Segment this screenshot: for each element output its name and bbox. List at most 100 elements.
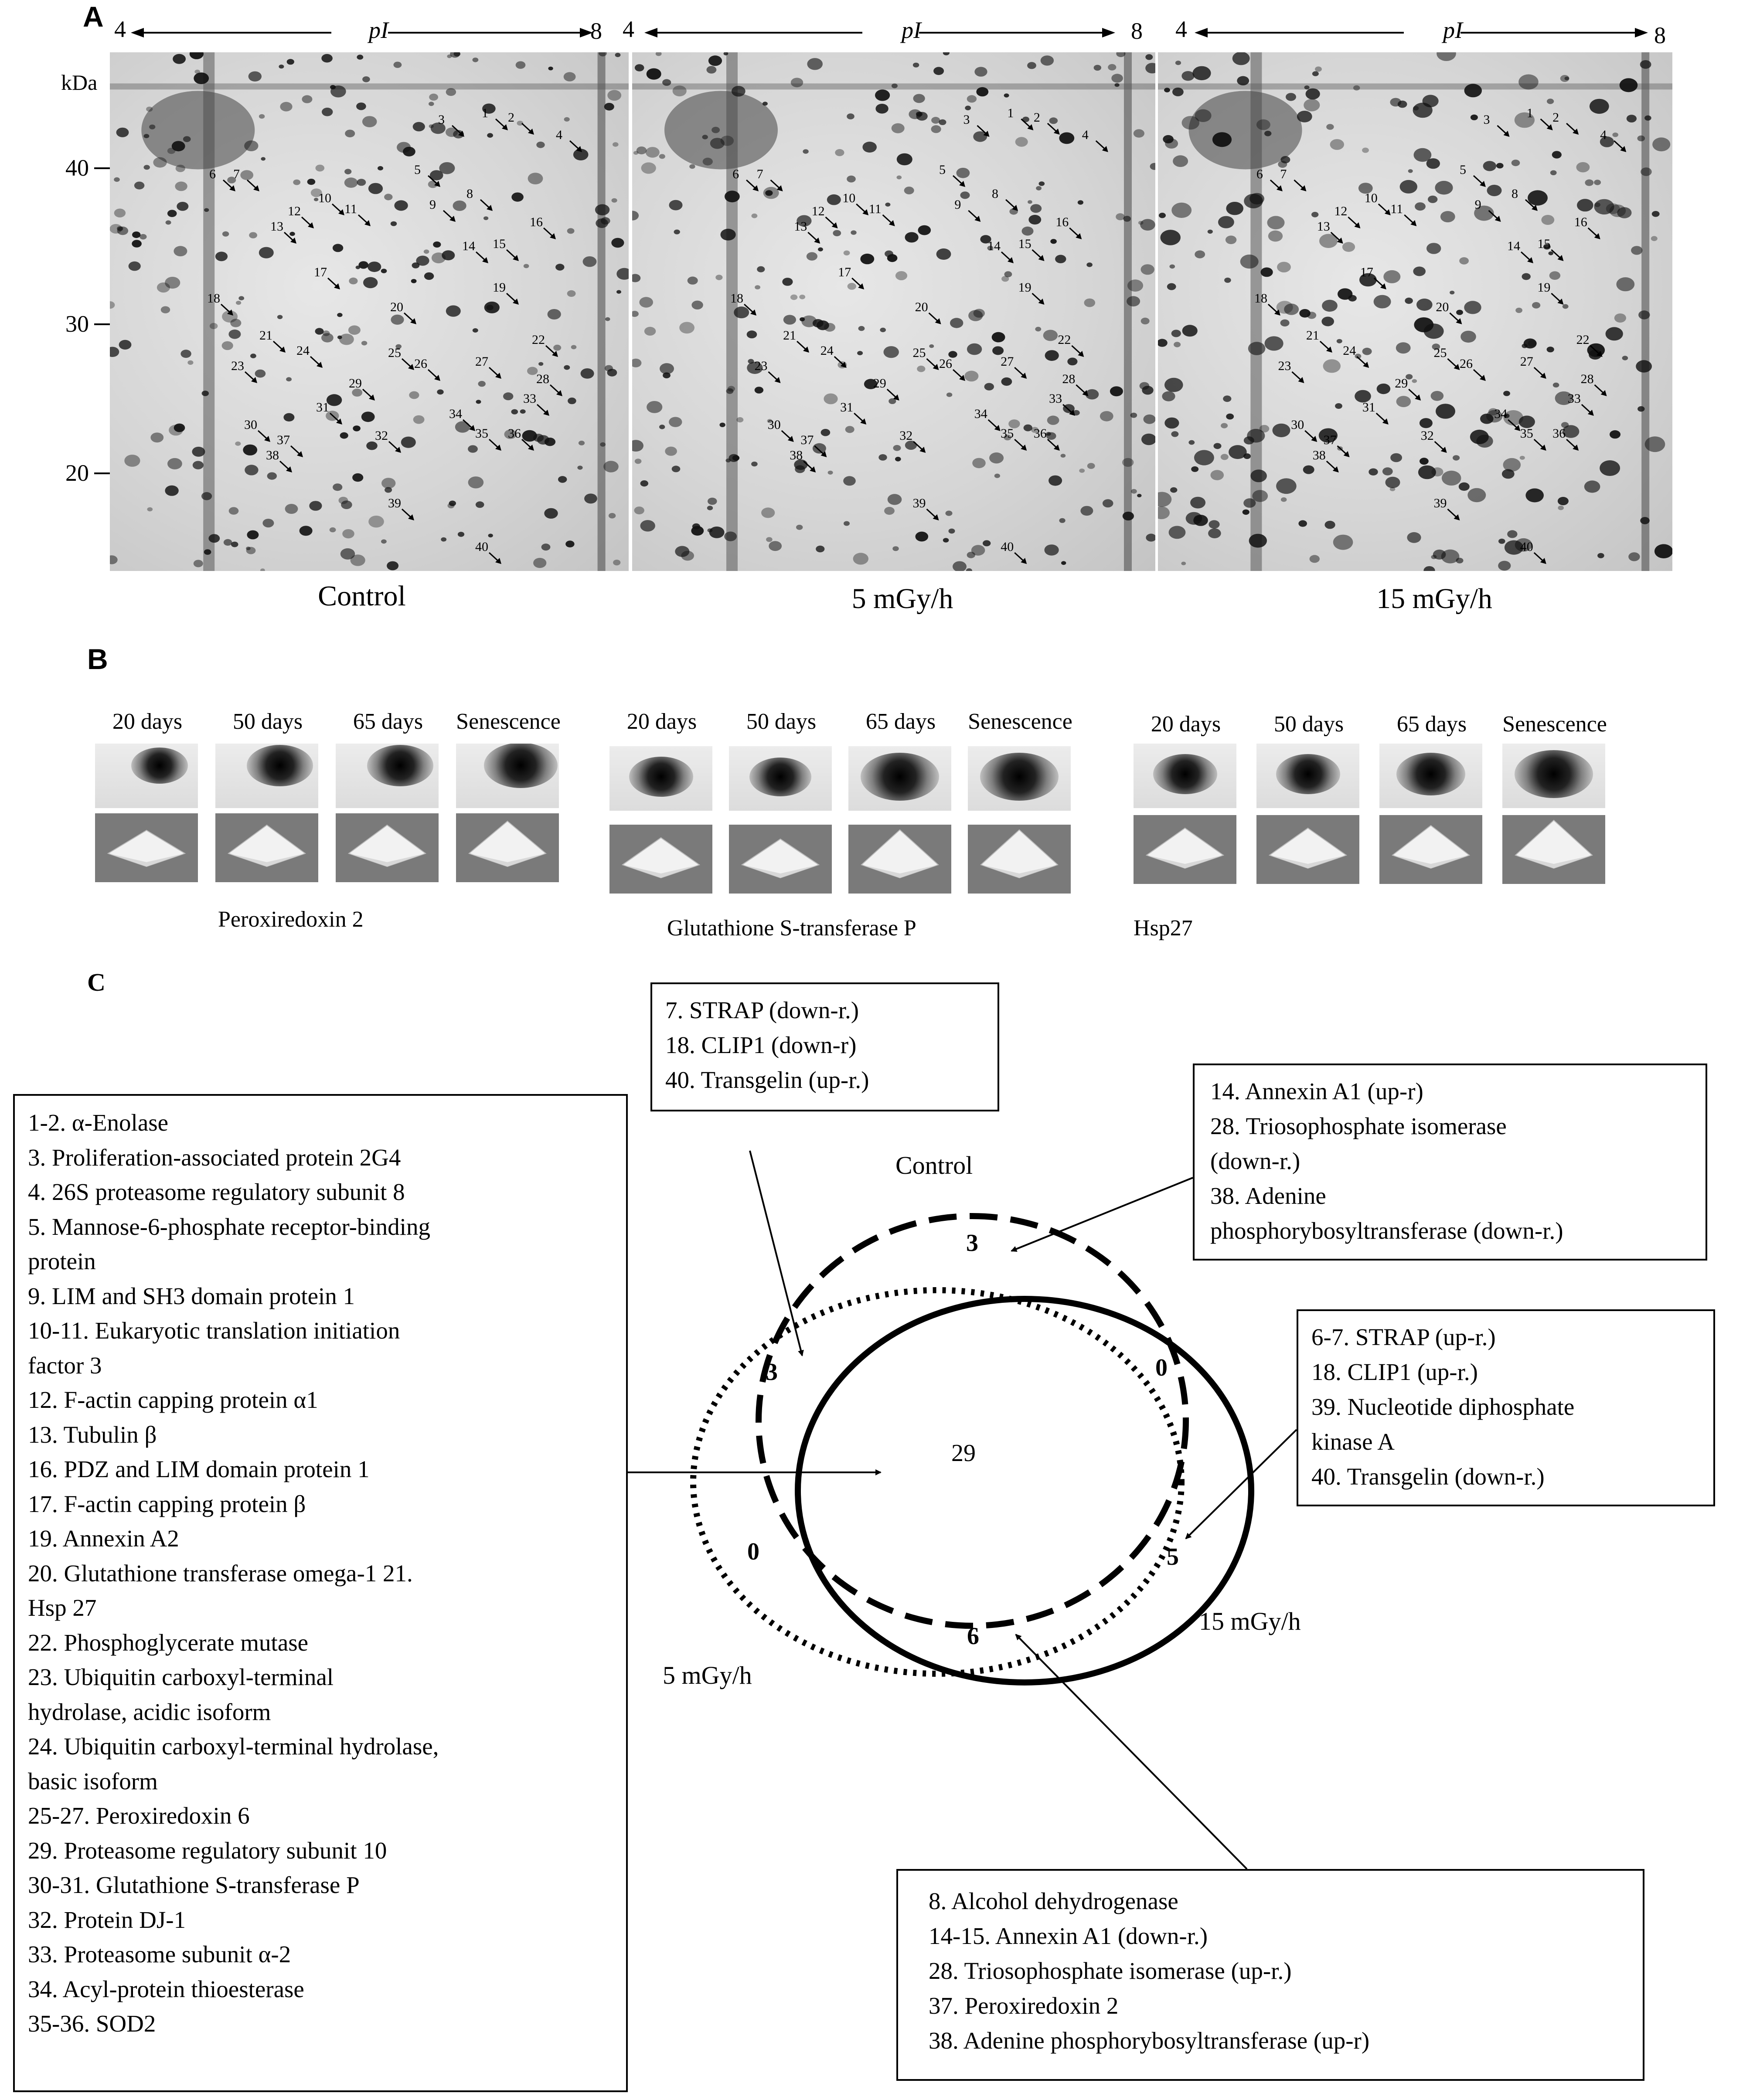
spot-arrowhead <box>1454 514 1460 520</box>
spot-number-label: 15 <box>1018 237 1032 251</box>
spot-arrowhead <box>933 514 939 520</box>
spot-arrowhead <box>959 375 966 381</box>
spot-arrowhead <box>1021 445 1027 451</box>
box-line: 17. F-actin capping protein β <box>28 1490 306 1517</box>
protein-spot <box>367 744 434 786</box>
spot-arrowhead <box>1540 445 1546 451</box>
connector-arrow <box>1185 1429 1297 1539</box>
spot-number-label: 21 <box>259 328 272 343</box>
spot-arrowhead <box>810 466 816 472</box>
spot-number-label: 34 <box>449 407 462 421</box>
spot-number-label: 7 <box>233 167 240 181</box>
spot-arrowhead <box>1343 451 1350 457</box>
spot-number-label: 9 <box>1474 197 1481 212</box>
spot-thumbnail <box>968 746 1071 811</box>
spot-arrowhead <box>862 209 869 215</box>
spot-number-label: 10 <box>1364 191 1378 205</box>
spot-number-label: 38 <box>266 448 279 462</box>
protein-name-label: Peroxiredoxin 2 <box>218 907 364 932</box>
box-line: 20. Glutathione transferase omega-1 21. <box>28 1560 413 1587</box>
spot-number-label: 32 <box>1420 428 1434 443</box>
spot-number-label: 5 <box>939 163 946 177</box>
3d-surface-plot <box>215 813 318 882</box>
3d-surface-plot <box>1256 815 1359 884</box>
spot-number-label: 38 <box>1312 448 1326 462</box>
spot-number-label: 1 <box>482 106 488 120</box>
spot-number-label: 36 <box>1033 426 1047 441</box>
box-line: protein <box>28 1248 96 1274</box>
spot-arrowhead <box>395 447 401 453</box>
protein-spot <box>246 744 313 786</box>
box-line: 40. Transgelin (down-r.) <box>1311 1463 1545 1490</box>
spot-arrowhead <box>860 418 867 425</box>
spot-arrowhead <box>1102 146 1108 152</box>
spot-arrowhead <box>1354 222 1361 228</box>
box-line: kinase A <box>1311 1428 1395 1455</box>
spot-number-label: 4 <box>556 128 562 142</box>
spot-number-label: 14 <box>987 239 1001 253</box>
spot-number-label: 17 <box>838 265 851 279</box>
spot-number-label: 8 <box>466 187 473 201</box>
spot-arrowhead <box>1415 394 1421 401</box>
spot-arrowhead <box>1053 129 1060 135</box>
spot-arrowhead <box>495 558 501 564</box>
spot-arrowhead <box>1514 425 1521 431</box>
spot-thumbnail <box>95 744 198 808</box>
venn-circle-control <box>756 1213 1189 1629</box>
spot-number-label: 9 <box>429 197 436 212</box>
spot-arrowhead <box>858 283 865 289</box>
spot-number-label: 40 <box>475 540 488 554</box>
box-line: 38. Adenine <box>1210 1183 1326 1209</box>
spot-arrowhead <box>1380 283 1386 289</box>
condition-label-control: Control <box>318 580 406 612</box>
spot-number-label: 31 <box>1362 400 1375 415</box>
spot-arrowhead <box>1298 377 1304 383</box>
spot-number-label: 32 <box>375 428 388 443</box>
spot-arrowhead <box>750 309 757 316</box>
spot-number-label: 27 <box>1001 354 1014 369</box>
spot-number-label: 36 <box>1552 426 1566 441</box>
spot-arrowhead <box>919 447 926 453</box>
spot-arrowhead <box>1078 351 1084 357</box>
box-line: 16. PDZ and LIM domain protein 1 <box>28 1456 370 1482</box>
spot-arrowhead <box>1557 255 1564 261</box>
venn-circle-15mgy <box>795 1296 1254 1685</box>
annotation-box-top-center: 7. STRAP (down-r.) 18. CLIP1 (down-r) 40… <box>650 982 999 1111</box>
box-line: hydrolase, acidic isoform <box>28 1698 271 1725</box>
spot-number-label: 21 <box>783 328 797 343</box>
spot-arrowhead <box>1332 466 1339 472</box>
3d-surface-plot <box>456 813 559 882</box>
spot-number-label: 30 <box>767 418 781 432</box>
spot-thumbnail <box>1379 744 1482 808</box>
venn-count-control-15mgy: 0 <box>1155 1354 1168 1381</box>
spot-number-label: 16 <box>530 215 543 229</box>
spot-number-label: 34 <box>1494 407 1508 421</box>
spot-arrowhead <box>1311 436 1317 442</box>
pi-axis-left: 4 <box>623 16 634 42</box>
protein-spot <box>131 747 188 784</box>
spot-number-label: 8 <box>992 187 999 201</box>
spot-number-label: 23 <box>231 359 244 373</box>
box-line: 18. CLIP1 (down-r) <box>665 1032 857 1058</box>
spot-number-label: 12 <box>811 204 825 218</box>
spot-arrowhead <box>334 283 340 289</box>
spot-arrowhead <box>774 377 781 383</box>
spot-arrowhead <box>487 205 493 211</box>
timepoint-label: 20 days <box>626 709 697 734</box>
spot-arrowhead <box>1503 131 1510 137</box>
3d-surface-plot <box>95 813 198 882</box>
spot-arrowhead <box>552 351 558 357</box>
spot-arrowhead <box>776 185 783 191</box>
spot-arrowhead <box>1007 257 1014 263</box>
spot-number-label: 31 <box>840 400 854 415</box>
spot-arrowhead <box>290 238 296 244</box>
spot-arrowhead <box>803 347 810 353</box>
spot-arrowhead <box>576 146 582 152</box>
spot-number-label: 10 <box>318 191 331 205</box>
spot-arrowhead <box>814 238 820 244</box>
spot-number-label: 32 <box>899 428 913 443</box>
mw-tick-40: 40 <box>65 155 89 181</box>
box-line: 14-15. Annexin A1 (down-r.) <box>929 1923 1208 1949</box>
box-line: 12. F-actin capping protein α1 <box>28 1386 318 1413</box>
spot-arrowhead <box>410 318 416 324</box>
